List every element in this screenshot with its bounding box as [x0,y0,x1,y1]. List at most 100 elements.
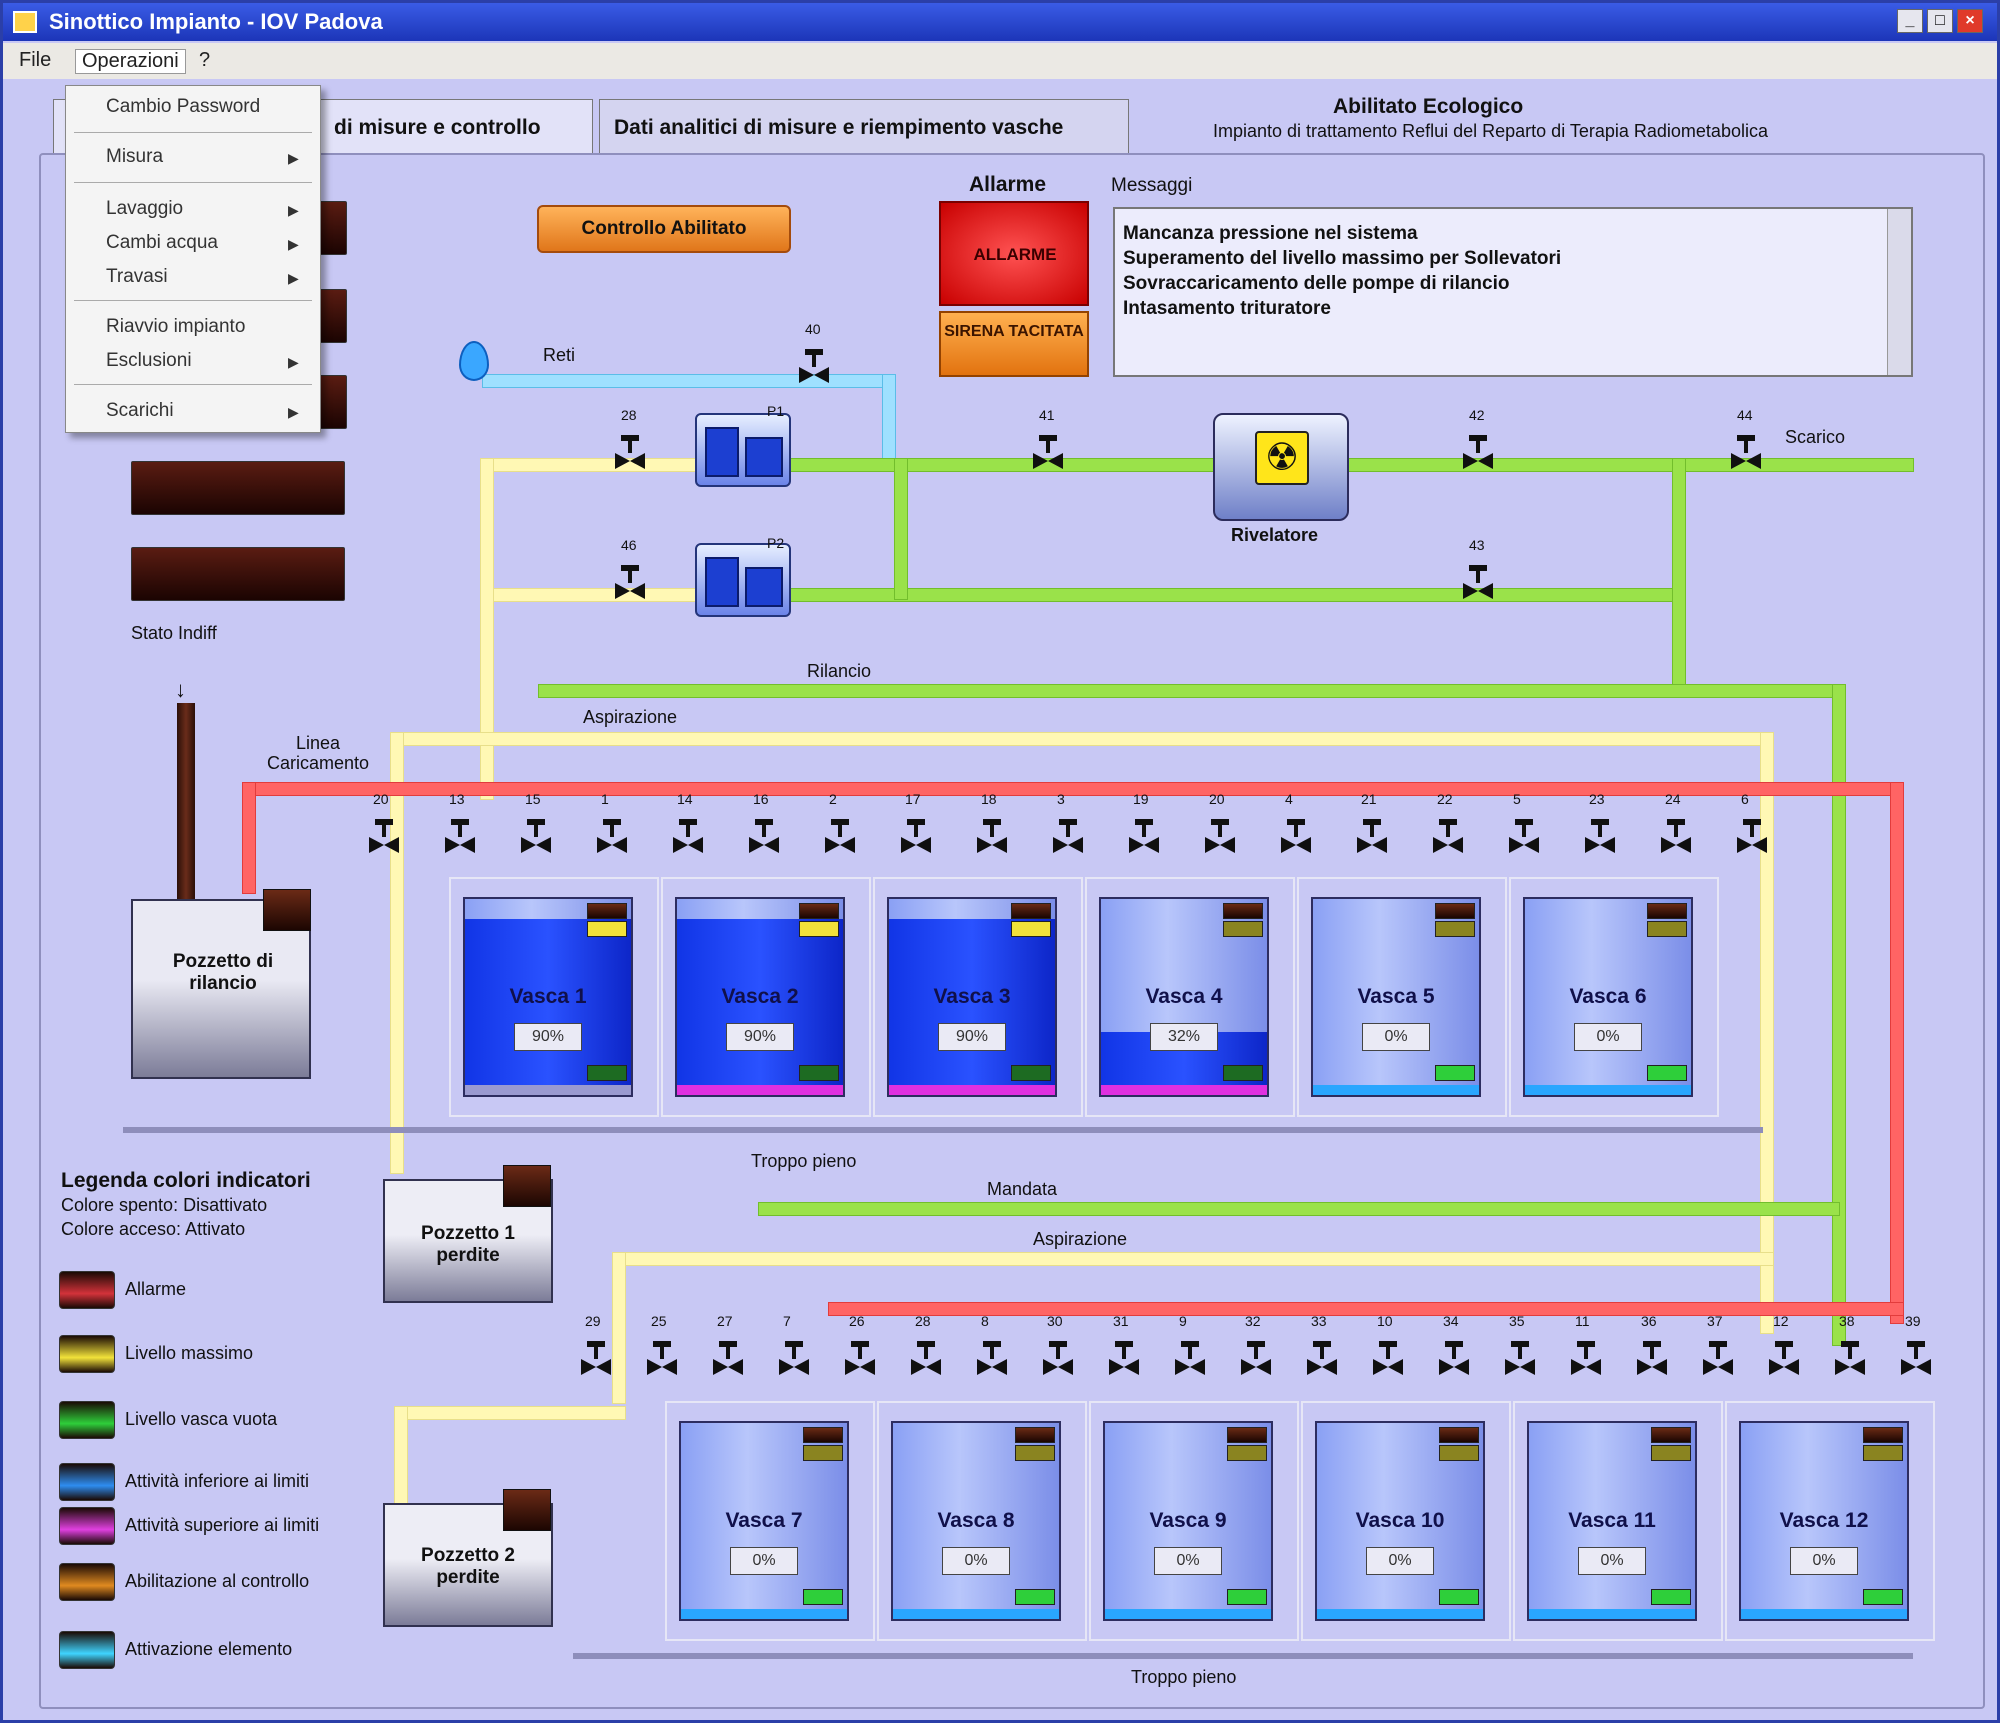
messages-scrollbar[interactable] [1887,209,1911,375]
valve-2[interactable] [825,819,855,857]
dropdown-item-2[interactable]: Lavaggio▶ [66,196,320,224]
valve-28[interactable] [615,435,645,473]
dropdown-item-7[interactable]: Scarichi▶ [66,398,320,426]
valve-6[interactable] [1737,819,1767,857]
legend-item-label: Livello vasca vuota [125,1409,278,1429]
valve-38[interactable] [1835,1341,1865,1379]
valve-11[interactable] [1571,1341,1601,1379]
valve-stem [990,825,994,837]
vessel-row2-frame [877,1401,1087,1641]
pump-p1[interactable] [695,413,791,487]
valve-12[interactable] [1769,1341,1799,1379]
valve-13[interactable] [445,819,475,857]
valve-body [977,837,1007,853]
pump-p2[interactable] [695,543,791,617]
valve-18[interactable] [977,819,1007,857]
valve-20[interactable] [369,819,399,857]
valve-16[interactable] [749,819,779,857]
valve-41[interactable] [1033,435,1063,473]
valve-22-label: 22 [1437,791,1453,807]
dropdown-item-0[interactable]: Cambio Password [66,94,320,122]
vessel-name: Vasca 12 [1779,1509,1869,1532]
valve-14[interactable] [673,819,703,857]
valve-33[interactable] [1307,1341,1337,1379]
valve-29-label: 29 [585,1313,601,1329]
valve-32[interactable] [1241,1341,1271,1379]
valve-15[interactable] [521,819,551,857]
valve-10[interactable] [1373,1341,1403,1379]
valve-31[interactable] [1109,1341,1139,1379]
valve-4[interactable] [1281,819,1311,857]
vessel-name: Vasca 2 [721,985,799,1008]
valve-23[interactable] [1585,819,1615,857]
messaggi-label: Messaggi [1111,175,1193,196]
valve-7[interactable] [779,1341,809,1379]
maximize-button[interactable]: □ [1927,9,1953,33]
valve-19[interactable] [1129,819,1159,857]
dropdown-item-6[interactable]: Esclusioni▶ [66,348,320,376]
valve-40[interactable] [799,349,829,387]
valve-34[interactable] [1439,1341,1469,1379]
valve-10-label: 10 [1377,1313,1393,1329]
minimize-button[interactable]: _ [1897,9,1923,33]
valve-body [1043,1359,1073,1375]
vessel-level-indicator [1227,1445,1267,1461]
menu-help[interactable]: ? [199,49,211,71]
legend-swatch-4 [59,1507,115,1545]
valve-36[interactable] [1637,1341,1667,1379]
tab-dati-analitici[interactable]: Dati analitici di misure e riempimento v… [599,99,1129,155]
menu-operazioni[interactable]: Operazioni [75,49,186,74]
valve-37[interactable] [1703,1341,1733,1379]
valve-26[interactable] [845,1341,875,1379]
menu-file[interactable]: File [19,49,52,71]
valve-35[interactable] [1505,1341,1535,1379]
valve-27[interactable] [713,1341,743,1379]
valve-46[interactable] [615,565,645,603]
valve-actuator [1775,1341,1793,1347]
valve-17[interactable] [901,819,931,857]
dropdown-item-3[interactable]: Cambi acqua▶ [66,230,320,258]
valve-actuator [785,1341,803,1347]
valve-1[interactable] [597,819,627,857]
linea-caricamento-label: Linea Caricamento [266,733,370,773]
controllo-abilitato-button[interactable]: Controllo Abilitato [537,205,791,253]
valve-9[interactable] [1175,1341,1205,1379]
dropdown-item-1[interactable]: Misura▶ [66,144,320,172]
valve-actuator [1667,819,1685,825]
valve-29[interactable] [581,1341,611,1379]
valve-43[interactable] [1463,565,1493,603]
legend-line1: Colore spento: Disattivato [61,1195,268,1215]
valve-39[interactable] [1901,1341,1931,1379]
valve-28[interactable] [911,1341,941,1379]
valve-22[interactable] [1433,819,1463,857]
valve-24[interactable] [1661,819,1691,857]
valve-3[interactable] [1053,819,1083,857]
valve-30[interactable] [1043,1341,1073,1379]
valve-actuator [1049,1341,1067,1347]
valve-44[interactable] [1731,435,1761,473]
close-button[interactable]: × [1957,9,1983,33]
valve-42[interactable] [1463,435,1493,473]
valve-21[interactable] [1357,819,1387,857]
valve-body [1175,1359,1205,1375]
valve-8[interactable] [977,1341,1007,1379]
valve-25[interactable] [647,1341,677,1379]
valve-20[interactable] [1205,819,1235,857]
dropdown-item-4[interactable]: Travasi▶ [66,264,320,292]
sirena-tacitata-button[interactable]: SIRENA TACITATA [939,311,1089,377]
valve-5[interactable] [1509,819,1539,857]
dropdown-item-5[interactable]: Riavvio impianto [66,314,320,342]
valve-35-label: 35 [1509,1313,1525,1329]
